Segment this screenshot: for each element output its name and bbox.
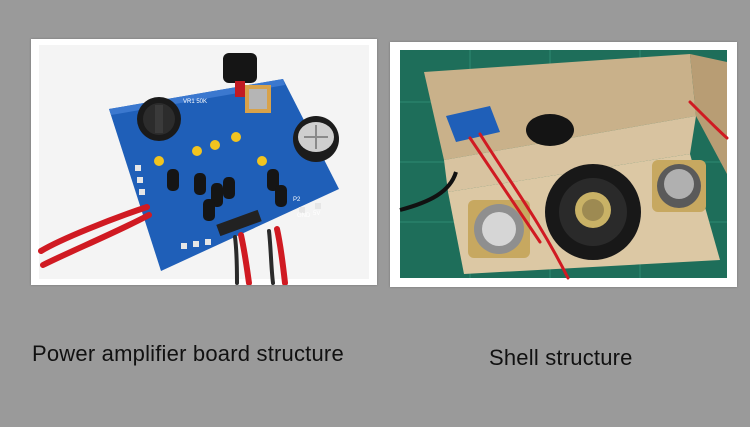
shell-black-cable <box>399 171 458 212</box>
amplifier-board-photo: GND 5V P2 VR1 50K <box>31 39 377 285</box>
mini-amplifier-board <box>446 106 500 142</box>
right-speaker <box>652 160 706 212</box>
p2-label: P2 <box>293 197 301 203</box>
left-speaker <box>468 200 530 258</box>
shell-red-wires <box>468 100 729 280</box>
shell-caption: Shell structure <box>489 345 633 370</box>
pot-label: VR1 50K <box>183 99 207 105</box>
large-capacitor <box>293 116 339 162</box>
amplifier-board-illustration: GND 5V P2 VR1 50K <box>38 45 369 285</box>
amplifier-chip <box>216 209 262 237</box>
volt-label: 5V <box>313 211 320 217</box>
ceramic-capacitors <box>154 132 267 166</box>
power-jack <box>223 53 257 83</box>
rear-speaker-hole <box>526 114 574 146</box>
shell-illustration <box>399 50 729 280</box>
black-wires <box>233 229 275 285</box>
board-caption: Power amplifier board structure <box>32 341 344 366</box>
header-pins <box>135 165 321 249</box>
potentiometer-knob <box>137 97 181 141</box>
shell-photo <box>390 42 737 287</box>
center-speaker <box>545 164 641 260</box>
small-capacitors <box>167 169 287 221</box>
gnd-label: GND <box>297 213 311 219</box>
red-wires <box>38 204 288 285</box>
